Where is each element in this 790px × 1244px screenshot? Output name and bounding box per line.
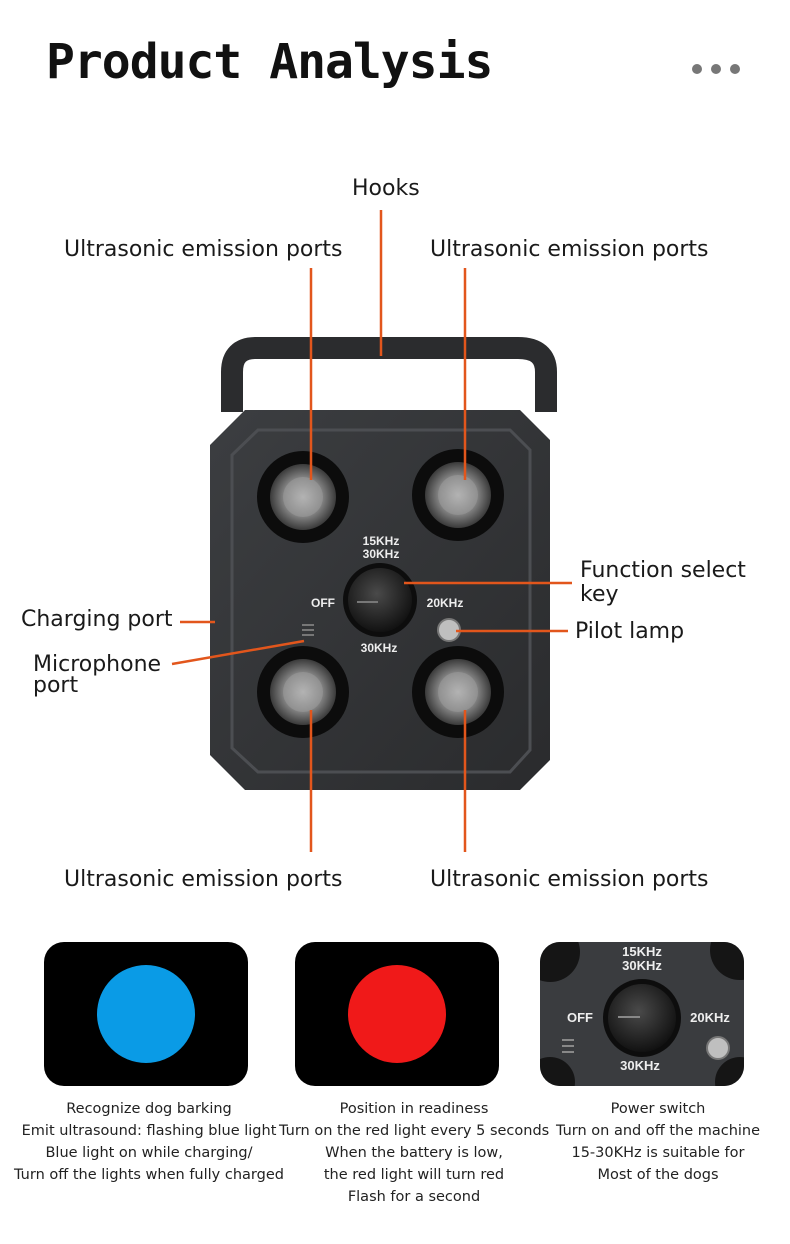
svg-text:15KHz: 15KHz — [622, 944, 662, 959]
label-hooks: Hooks — [352, 176, 420, 201]
red-light-card — [295, 942, 499, 1086]
label-emission-bottom-left: Ultrasonic emission ports — [64, 867, 343, 892]
emission-port-top-right — [412, 449, 504, 541]
blue-light-card — [44, 942, 248, 1086]
dial-off: OFF — [311, 596, 335, 610]
dial-top-1: 15KHz — [363, 534, 400, 548]
hook-handle — [221, 337, 557, 412]
power-switch-card: 15KHz 30KHz OFF 20KHz 30KHz — [540, 942, 744, 1086]
label-charging-port: Charging port — [21, 607, 173, 632]
function-select-knob — [343, 563, 417, 637]
dial-20khz: 20KHz — [427, 596, 464, 610]
blue-light-icon — [97, 965, 195, 1063]
red-light-icon — [348, 965, 446, 1063]
power-switch-closeup: 15KHz 30KHz OFF 20KHz 30KHz — [540, 942, 744, 1086]
label-emission-top-left: Ultrasonic emission ports — [64, 237, 343, 262]
product-diagram: 15KHz 30KHz OFF 20KHz 30KHz — [171, 210, 572, 852]
svg-text:OFF: OFF — [567, 1010, 593, 1025]
page-title: Product Analysis — [46, 34, 493, 90]
microphone-icon — [302, 624, 314, 636]
emission-port-bottom-right — [412, 646, 504, 738]
more-options-icon[interactable] — [692, 64, 740, 74]
svg-text:30KHz: 30KHz — [622, 958, 662, 973]
svg-text:30KHz: 30KHz — [620, 1058, 660, 1073]
svg-text:20KHz: 20KHz — [690, 1010, 730, 1025]
label-pilot-lamp: Pilot lamp — [575, 619, 685, 644]
emission-port-bottom-left — [257, 646, 349, 738]
emission-port-top-left — [257, 451, 349, 543]
dial-top-2: 30KHz — [363, 547, 400, 561]
label-emission-top-right: Ultrasonic emission ports — [430, 237, 709, 262]
dial-30khz: 30KHz — [361, 641, 398, 655]
label-emission-bottom-right: Ultrasonic emission ports — [430, 867, 709, 892]
